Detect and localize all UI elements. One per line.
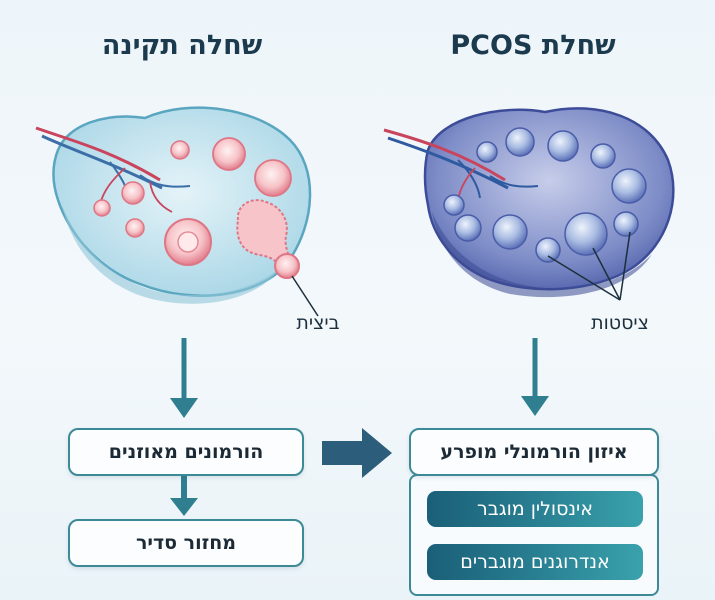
increased-androgens-pill: אנדרוגנים מוגברים bbox=[427, 544, 643, 580]
pcos-ovary-title: שחלת PCOS bbox=[450, 30, 616, 61]
regular-cycle-box: מחזור סדיר bbox=[68, 519, 304, 567]
cysts-label: ציסטות bbox=[591, 312, 649, 334]
pcos-ovary bbox=[383, 107, 675, 301]
balanced-hormones-box: הורמונים מאוזנים bbox=[68, 428, 304, 476]
disrupted-hormone-balance-box: איזון הורמונלי מופרע bbox=[409, 428, 659, 476]
normal-ovary bbox=[35, 106, 319, 317]
flow-arrows bbox=[170, 338, 549, 516]
increased-insulin-pill: אינסולין מוגבר bbox=[427, 491, 643, 527]
egg-label: ביצית bbox=[296, 312, 340, 334]
normal-ovary-title: שחלה תקינה bbox=[101, 30, 263, 61]
